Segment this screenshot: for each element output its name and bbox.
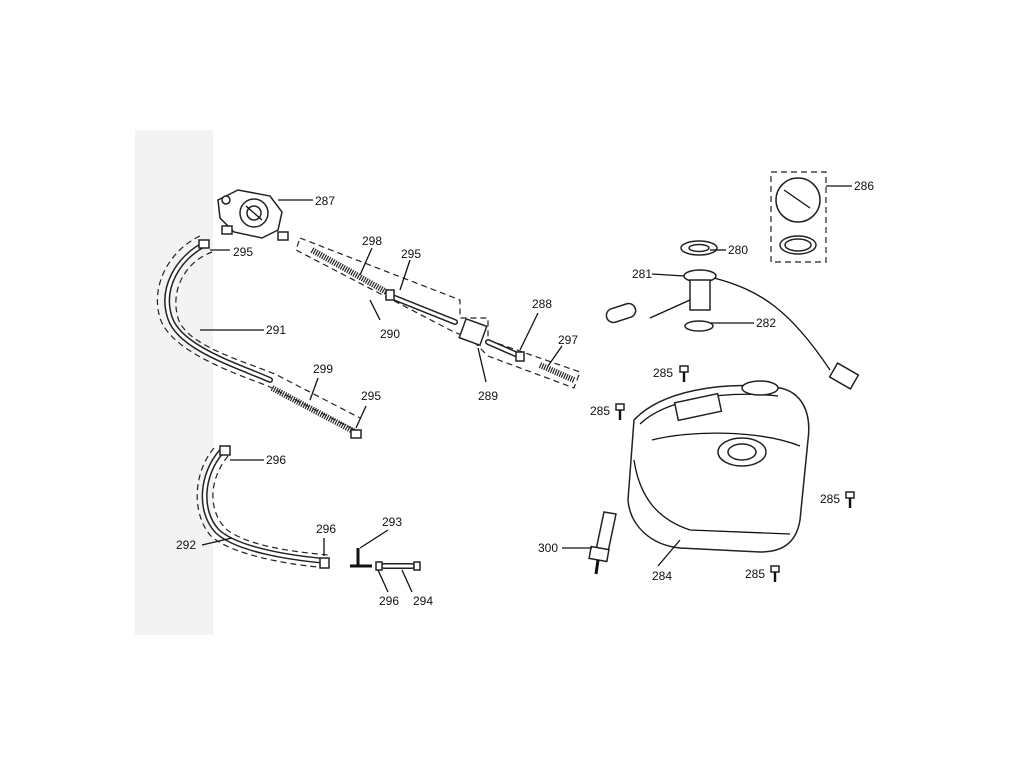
clamp-296-top bbox=[219, 445, 231, 456]
leader-lines bbox=[200, 185, 852, 593]
label-289: 289 bbox=[478, 389, 498, 403]
fuel-hose-292 bbox=[196, 445, 330, 569]
label-280: 280 bbox=[728, 243, 748, 257]
t-joint-293 bbox=[350, 548, 372, 568]
bolt-285-a bbox=[679, 365, 689, 382]
label-282: 282 bbox=[756, 316, 776, 330]
label-293: 293 bbox=[382, 515, 402, 529]
label-285-b: 285 bbox=[590, 404, 610, 418]
clamp-296-bottom bbox=[319, 557, 330, 569]
label-285-a: 285 bbox=[653, 366, 673, 380]
filter-hose-group bbox=[295, 237, 581, 389]
label-299: 299 bbox=[313, 362, 333, 376]
hose-294 bbox=[375, 561, 421, 571]
label-287: 287 bbox=[315, 194, 335, 208]
label-291: 291 bbox=[266, 323, 286, 337]
label-297: 297 bbox=[558, 333, 578, 347]
label-296-right: 296 bbox=[316, 522, 336, 536]
spring-sleeve-298 bbox=[310, 247, 392, 297]
fuel-cap-286 bbox=[770, 171, 827, 263]
fuel-filter-289 bbox=[458, 317, 488, 347]
fuel-level-sender-281 bbox=[605, 240, 860, 390]
label-285-c: 285 bbox=[820, 492, 840, 506]
label-284: 284 bbox=[652, 569, 672, 583]
label-295-top: 295 bbox=[233, 245, 253, 259]
label-295-middle: 295 bbox=[401, 247, 421, 261]
label-286: 286 bbox=[854, 179, 874, 193]
clamp-295-bottom bbox=[350, 429, 362, 439]
label-290: 290 bbox=[380, 327, 400, 341]
label-281: 281 bbox=[632, 267, 652, 281]
background-shading bbox=[135, 130, 213, 635]
clamp-295-top bbox=[198, 239, 210, 249]
label-295-bottom: 295 bbox=[361, 389, 381, 403]
bolt-285-c bbox=[845, 491, 855, 508]
label-300: 300 bbox=[538, 541, 558, 555]
drain-pipe-300 bbox=[588, 511, 617, 575]
label-296-bottom: 296 bbox=[379, 594, 399, 608]
bolt-285-b bbox=[615, 403, 625, 420]
fuel-valve-287 bbox=[217, 189, 289, 241]
label-294: 294 bbox=[413, 594, 433, 608]
label-285-d: 285 bbox=[745, 567, 765, 581]
bolt-285-d bbox=[770, 565, 780, 582]
fuel-tank-284 bbox=[627, 380, 810, 553]
label-292: 292 bbox=[176, 538, 196, 552]
label-298: 298 bbox=[362, 234, 382, 248]
label-296-top: 296 bbox=[266, 453, 286, 467]
fuel-hose-291 bbox=[156, 235, 361, 431]
label-288: 288 bbox=[532, 297, 552, 311]
